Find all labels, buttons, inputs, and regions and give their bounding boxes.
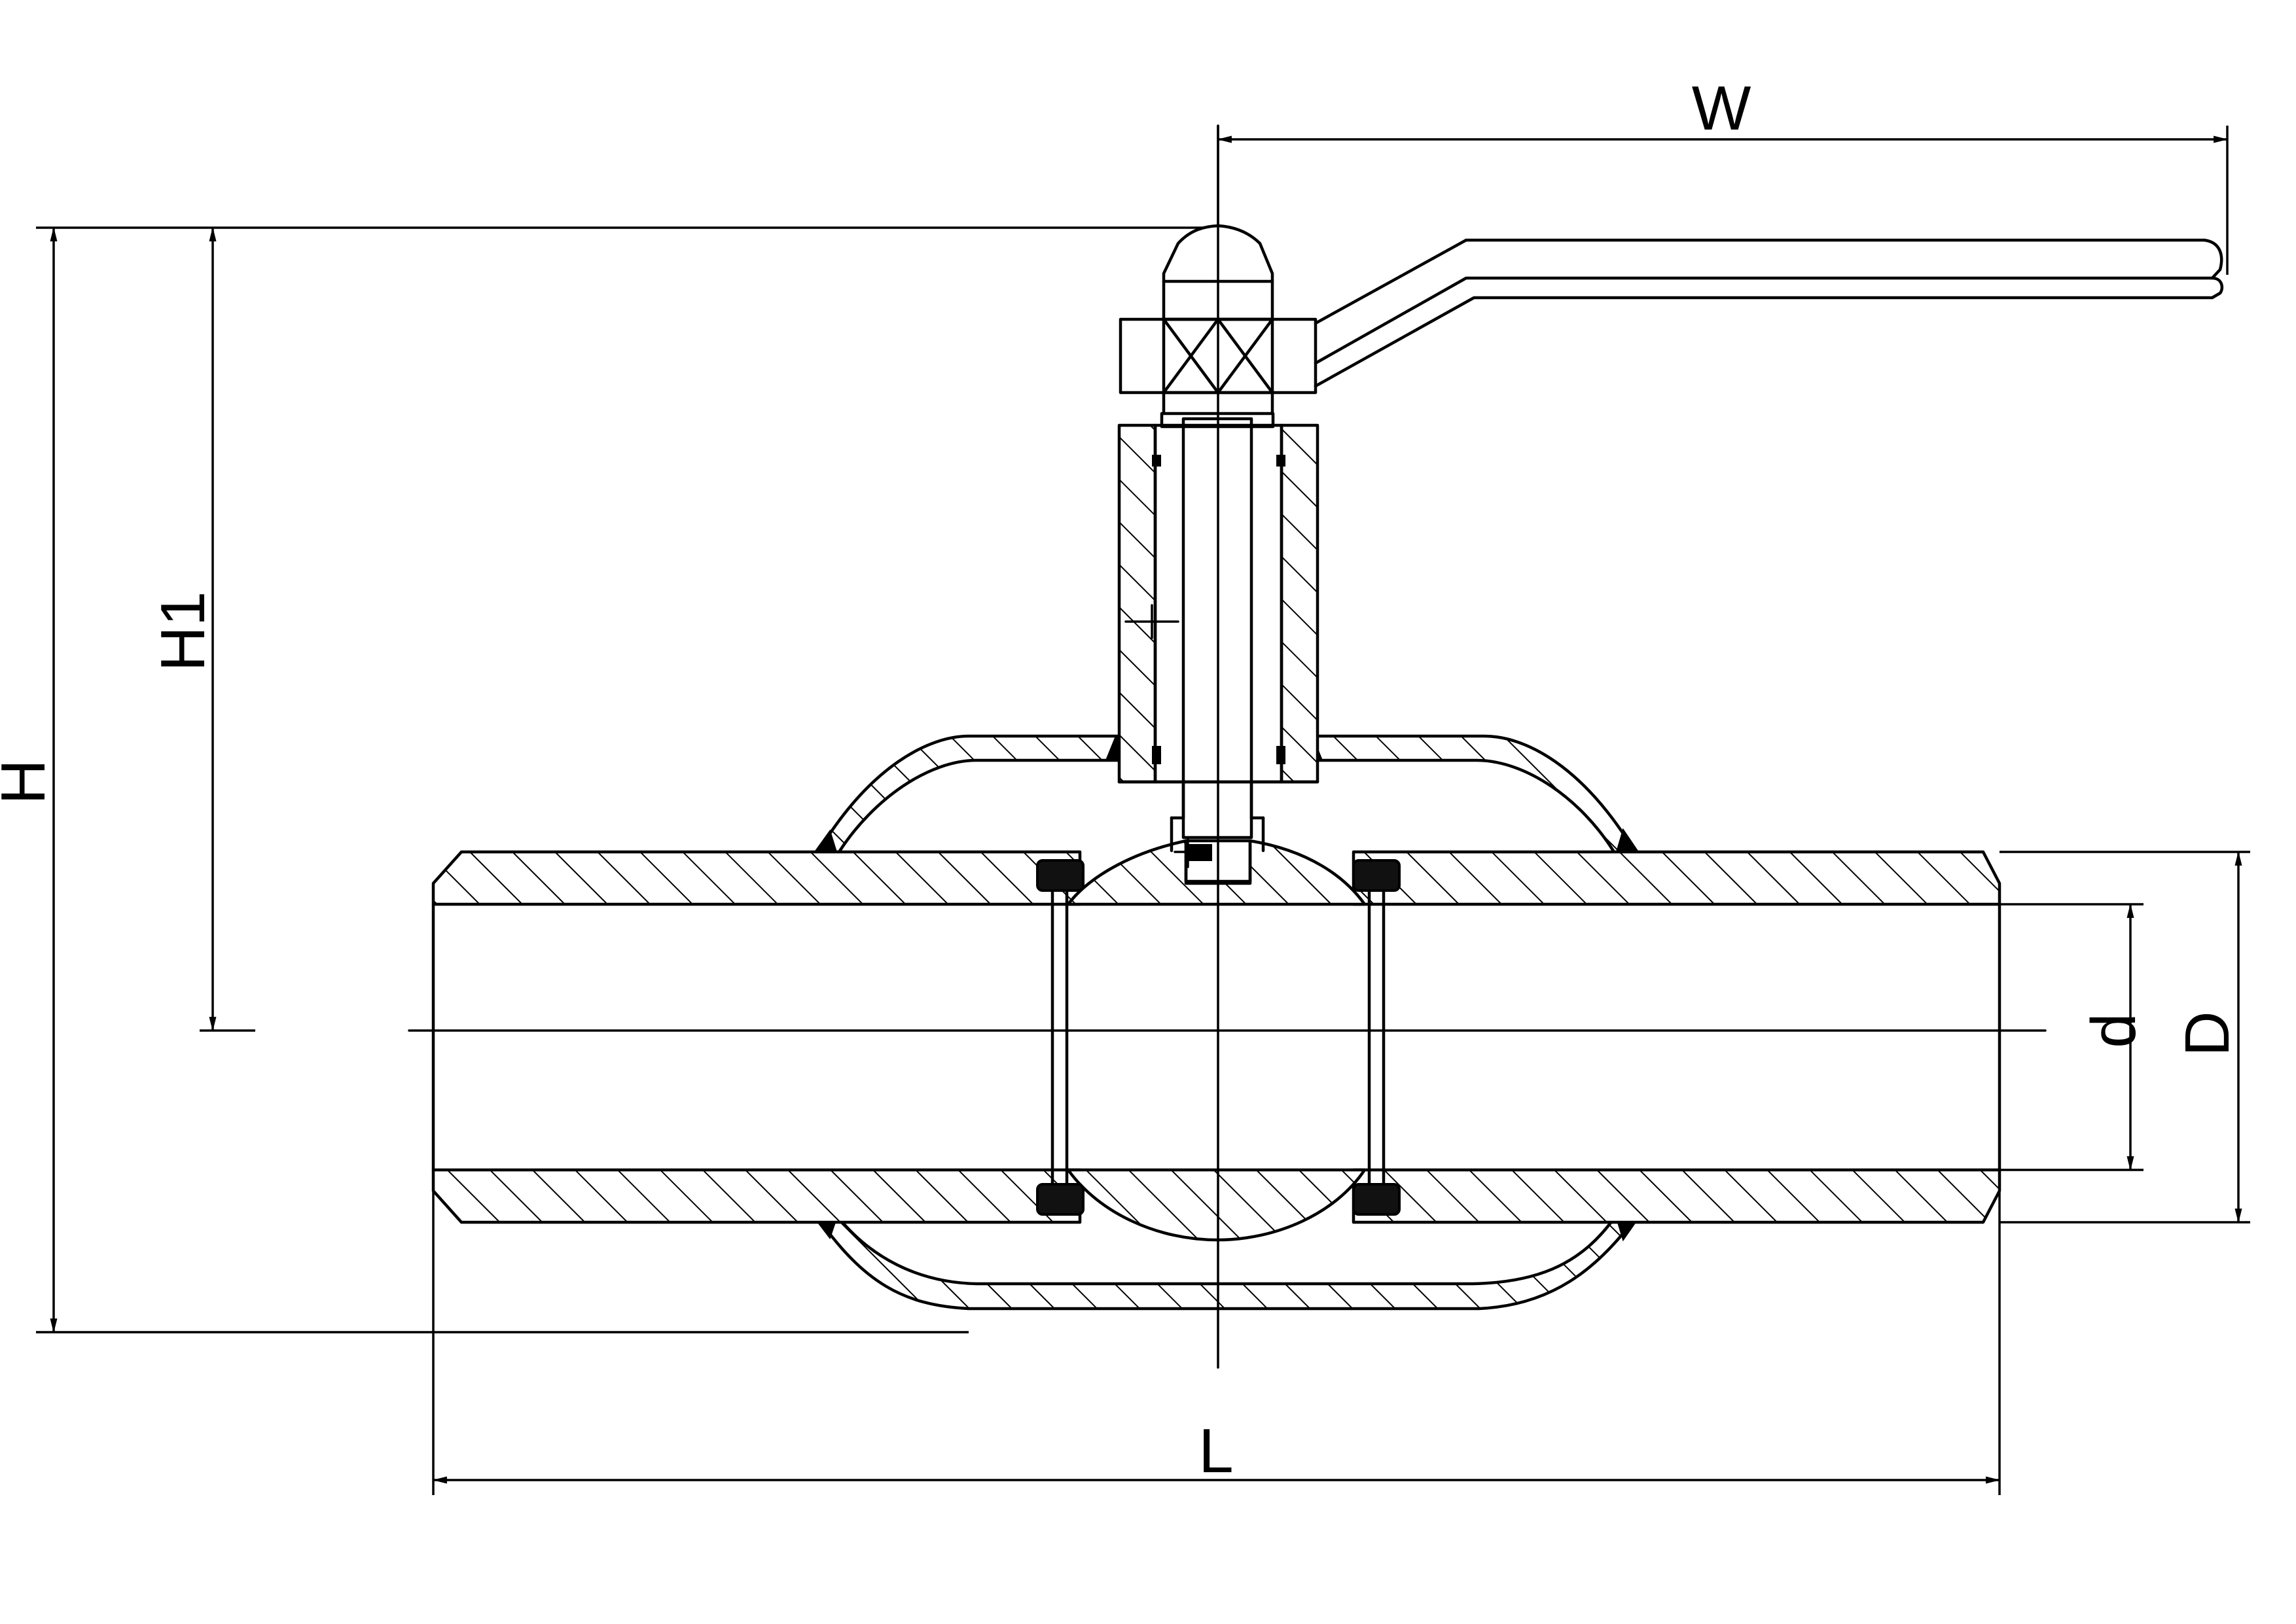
label-big-d: D: [2172, 1011, 2242, 1056]
stem-housing: [1117, 423, 1319, 853]
label-l: L: [1198, 1416, 1233, 1486]
label-h: H: [0, 759, 58, 804]
handle: [1162, 224, 2224, 388]
label-d: d: [2079, 1013, 2149, 1048]
seats: [1036, 859, 1401, 1216]
ball: [1066, 836, 1367, 1242]
label-h1: H1: [148, 591, 218, 672]
center-lines: [408, 124, 2047, 1369]
dimensions: [36, 126, 2250, 1495]
label-w: W: [1692, 73, 1751, 143]
pipe-walls: [431, 850, 2001, 1224]
